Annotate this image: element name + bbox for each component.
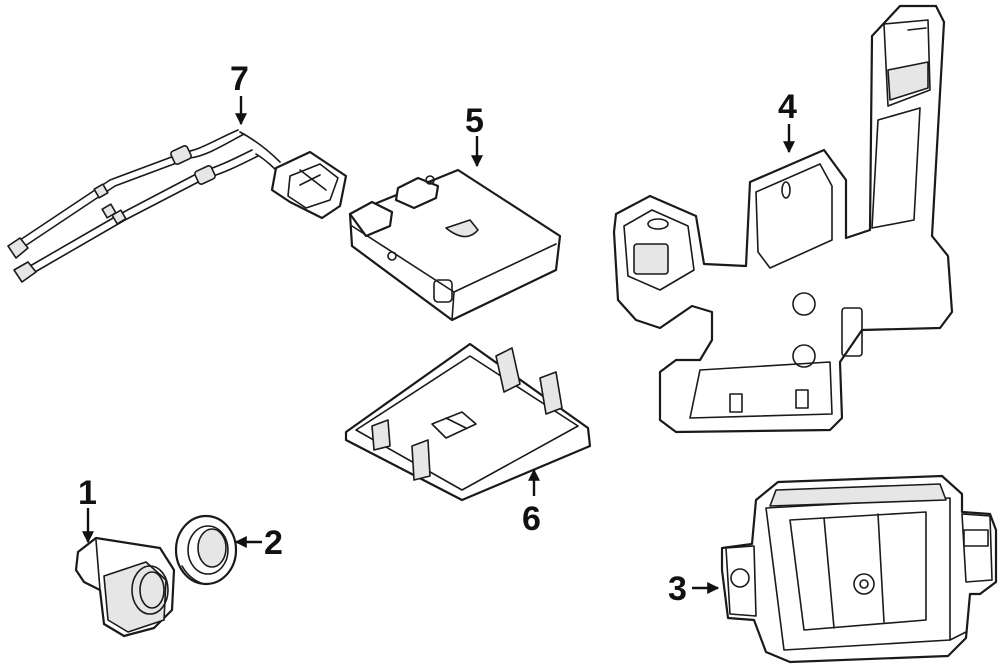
- callout-1: 1: [78, 474, 97, 512]
- part-2-sensor-bezel[interactable]: [174, 514, 238, 586]
- part-7-wiring-harness[interactable]: [7, 129, 348, 283]
- callout-numbers: 7 5 4 6 1 2 3: [78, 60, 797, 608]
- callout-7: 7: [230, 60, 249, 98]
- callout-4: 4: [778, 88, 797, 126]
- callout-2: 2: [264, 524, 283, 562]
- callout-6: 6: [522, 500, 541, 538]
- callout-leaders: [82, 96, 795, 594]
- part-5-control-module[interactable]: [348, 168, 562, 322]
- part-6-bracket-tray[interactable]: [344, 342, 592, 502]
- part-1-parking-sensor[interactable]: [74, 536, 176, 638]
- part-3-radar-module[interactable]: [720, 474, 998, 664]
- callout-5: 5: [465, 102, 484, 140]
- part-4-mounting-bracket[interactable]: [612, 4, 954, 434]
- callout-3: 3: [668, 570, 687, 608]
